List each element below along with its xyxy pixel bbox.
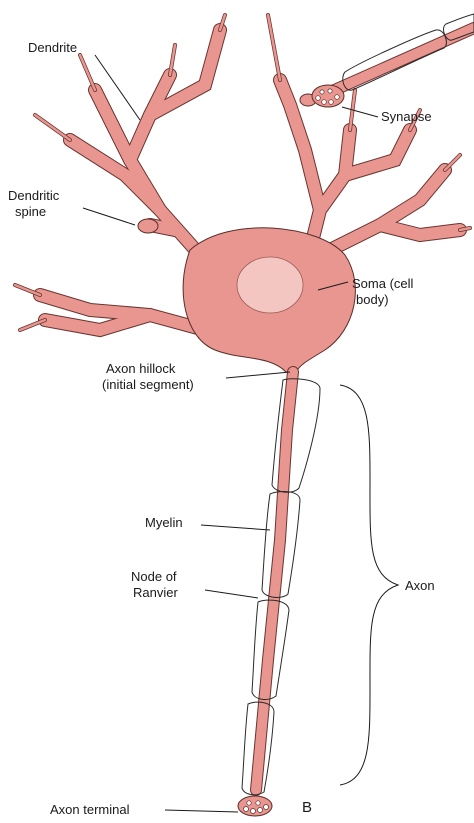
label-soma-line2: body) [356,292,389,307]
axon-shaft [256,372,293,790]
label-panel-b: B [302,799,312,816]
label-node-of-ranvier-line2: Ranvier [133,585,178,600]
label-myelin: Myelin [145,515,183,530]
label-dendrite: Dendrite [28,40,77,55]
label-axon-hillock-line1: Axon hillock [106,361,176,376]
nucleus [237,257,303,313]
label-axon: Axon [405,578,435,593]
presynaptic-axon [312,14,474,107]
dendritic-spine [138,219,158,233]
label-synapse: Synapse [381,109,432,124]
label-dendritic-spine-line1: Dendritic [8,188,60,203]
label-dendritic-spine-line2: spine [15,204,46,219]
axon-brace [340,385,398,785]
label-axon-terminal: Axon terminal [50,802,130,817]
label-soma-line1: Soma (cell [352,276,414,291]
labels: Dendrite Dendritic spine Synapse Soma (c… [8,40,435,817]
axon-terminal [238,796,272,816]
label-axon-hillock-line2: (initial segment) [102,377,194,392]
label-node-of-ranvier-line1: Node of [131,569,177,584]
